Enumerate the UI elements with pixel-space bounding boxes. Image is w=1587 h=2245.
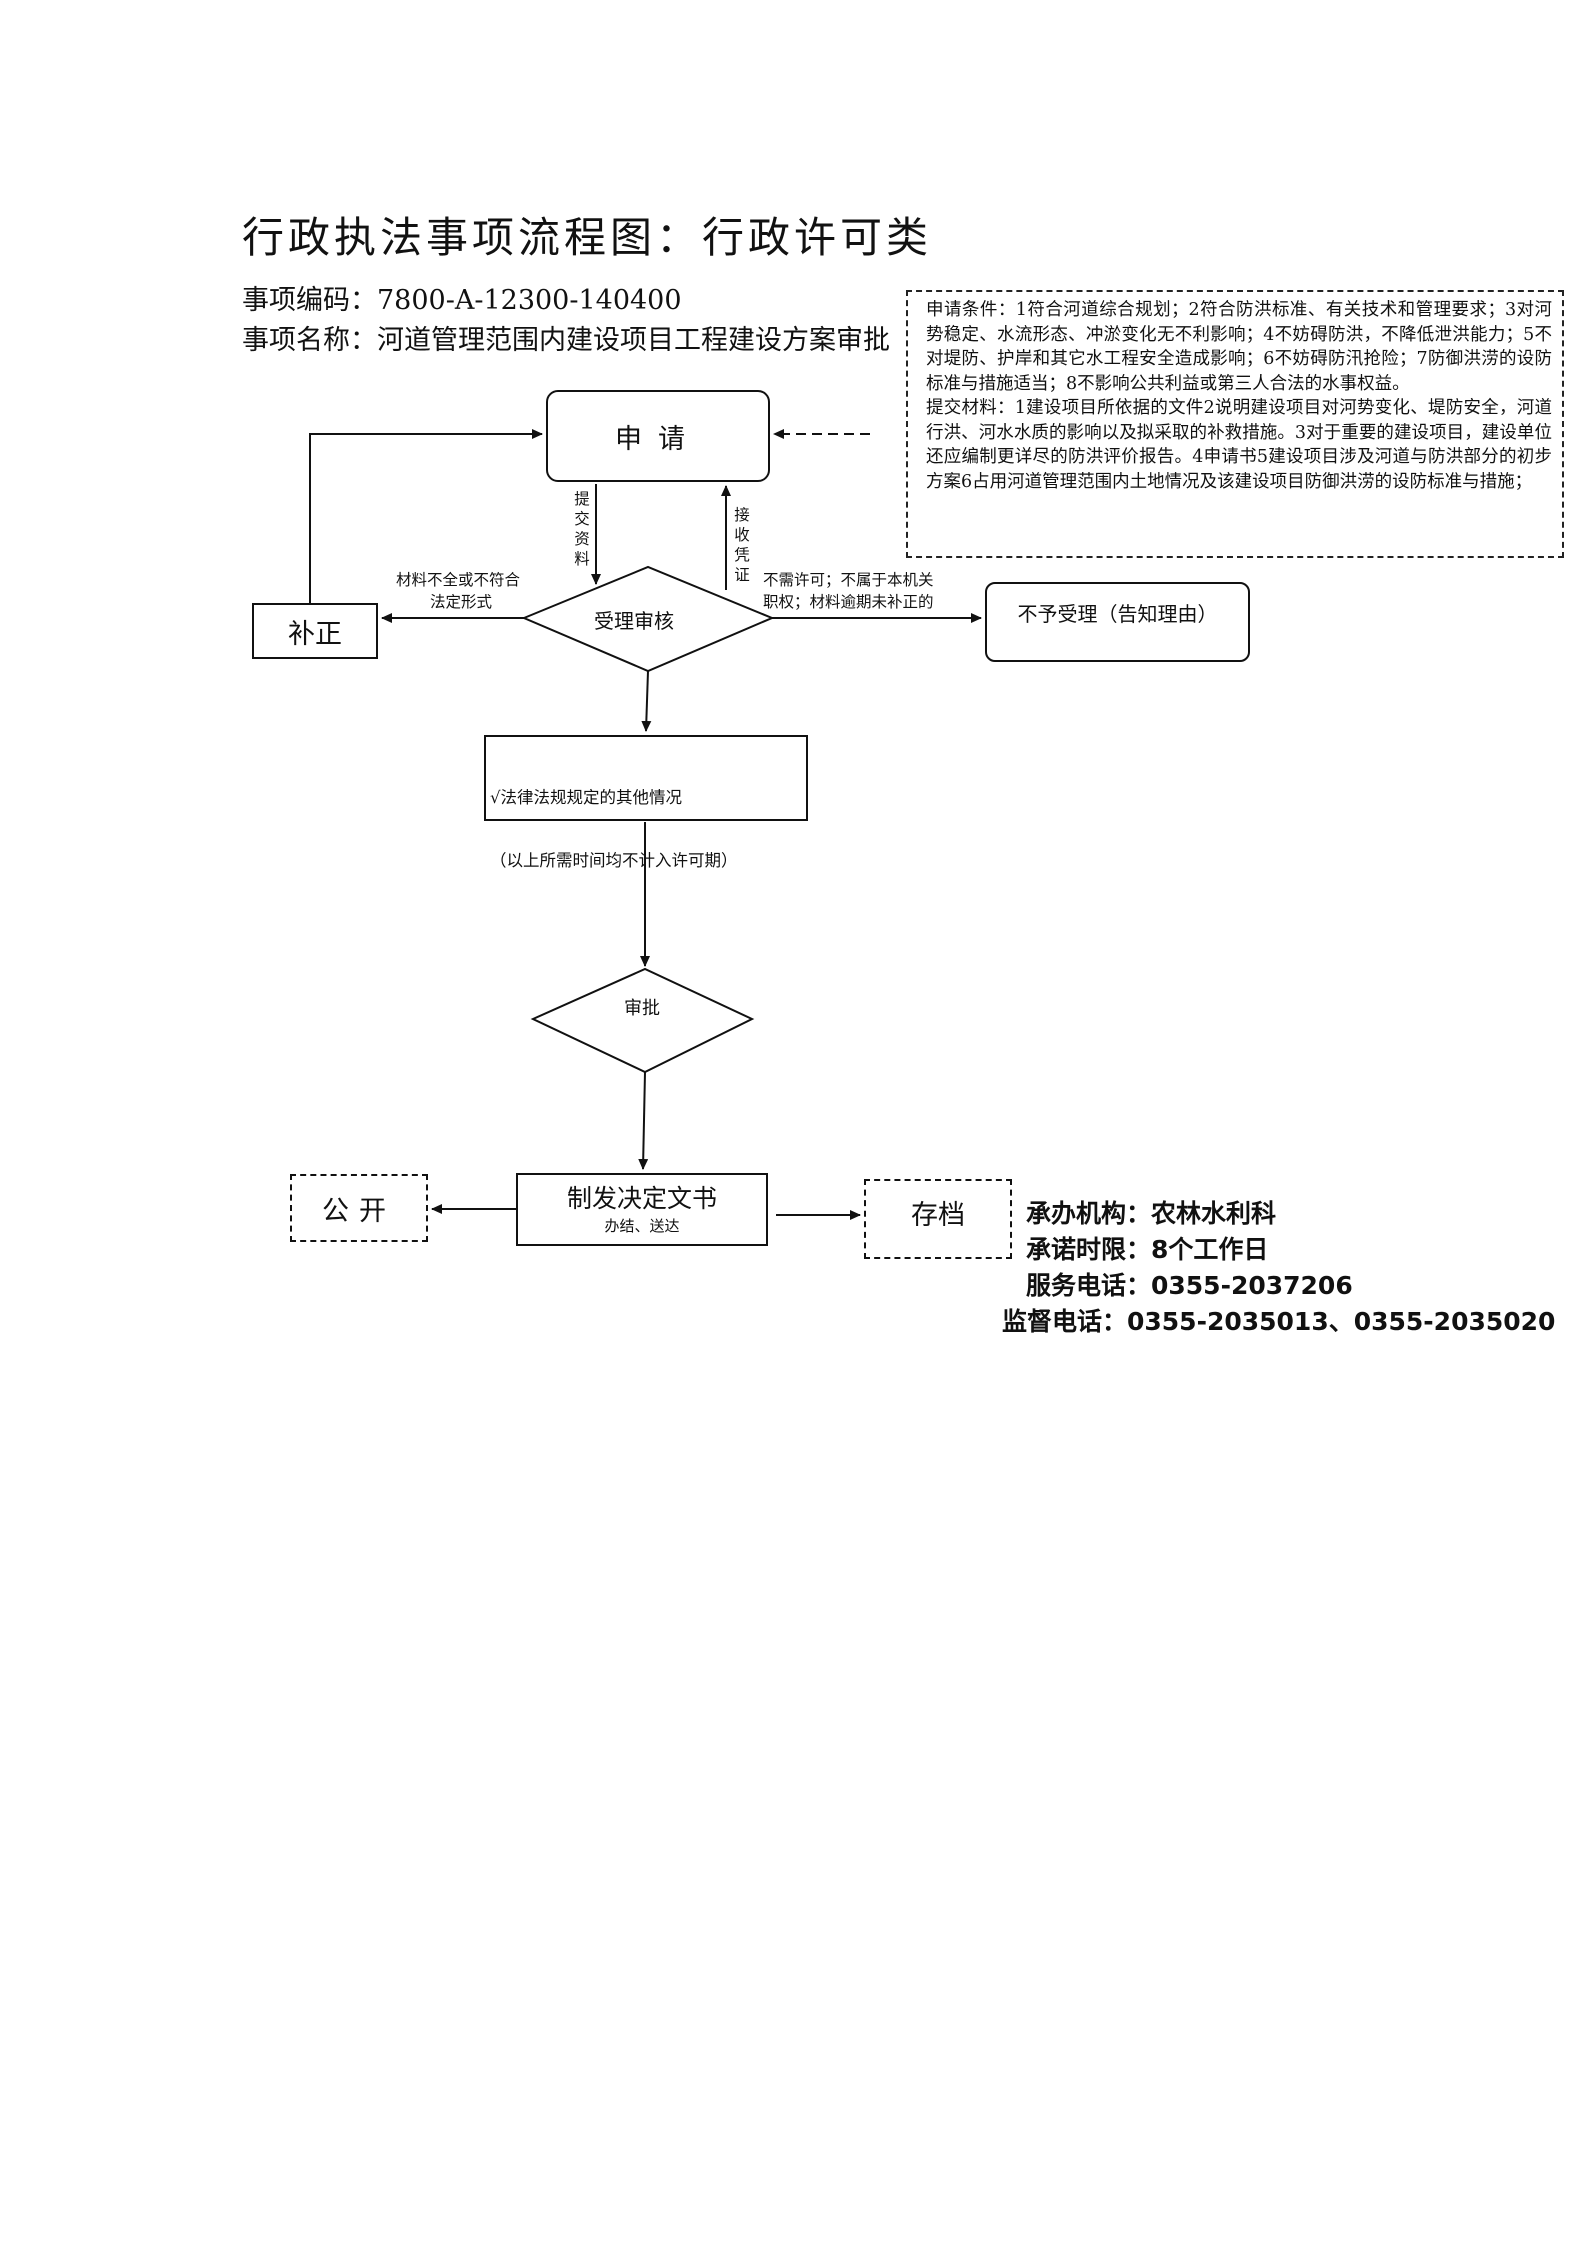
item-name: 事项名称：河道管理范围内建设项目工程建设方案审批 [242,325,890,356]
receipt-label: 接收凭证 [734,506,750,584]
decision-title: 制发决定文书 [566,1184,717,1213]
agency-text: 承办机构：农林水利科 [1026,1199,1277,1228]
archive-node: 存档 [864,1179,1012,1259]
no-permit-label-2: 职权；材料逾期未补正的 [763,593,934,611]
materials-text: 提交材料：1建设项目所依据的文件2说明建设项目对河势变化、堤防安全，河道行洪、河… [926,398,1552,492]
review-diamond [521,565,775,673]
other-cases-line2: （以上所需时间均不计入许可期） [490,851,738,870]
approve-diamond [530,967,755,1074]
public-node: 公开 [290,1174,428,1242]
other-cases-node: √法律法规规定的其他情况 （以上所需时间均不计入许可期） [484,735,808,870]
approve-to-decision-arrow [638,1071,649,1170]
approve-label: 审批 [624,998,660,1019]
page-title: 行政执法事项流程图：行政许可类 [242,213,933,262]
other-cases-line1: √法律法规规定的其他情况 [490,788,683,807]
item-code: 事项编码：7800-A-12300-140400 [242,285,682,316]
supervision-phone-text: 监督电话：0355-2035013、0355-2035020 [1002,1307,1556,1336]
review-to-other-arrow [641,670,652,732]
apply-node: 申请 [546,390,770,482]
submit-label: 提交资料 [574,490,590,568]
service-phone-text: 服务电话：0355-2037206 [1026,1271,1353,1300]
reject-node: 不予受理（告知理由） [985,582,1250,662]
correct-loop-arrow [309,429,543,603]
incomplete-label-1: 材料不全或不符合 [396,571,521,589]
decision-node: 制发决定文书 办结、送达 [516,1173,768,1246]
decision-subtitle: 办结、送达 [604,1217,680,1235]
contact-info: 承办机构：农林水利科 承诺时限：8个工作日 服务电话：0355-2037206 … [1002,1196,1555,1340]
no-permit-label-1: 不需许可；不属于本机关 [763,571,934,589]
conditions-and-materials-note: 申请条件：1符合河道综合规划；2符合防洪标准、有关技术和管理要求；3对河势稳定、… [906,290,1564,558]
review-label: 受理审核 [594,609,674,633]
correct-node: 补正 [252,603,378,659]
time-limit-text: 承诺时限：8个工作日 [1026,1235,1269,1264]
incomplete-label-2: 法定形式 [430,593,493,611]
conditions-text: 申请条件：1符合河道综合规划；2符合防洪标准、有关技术和管理要求；3对河势稳定、… [926,300,1552,394]
